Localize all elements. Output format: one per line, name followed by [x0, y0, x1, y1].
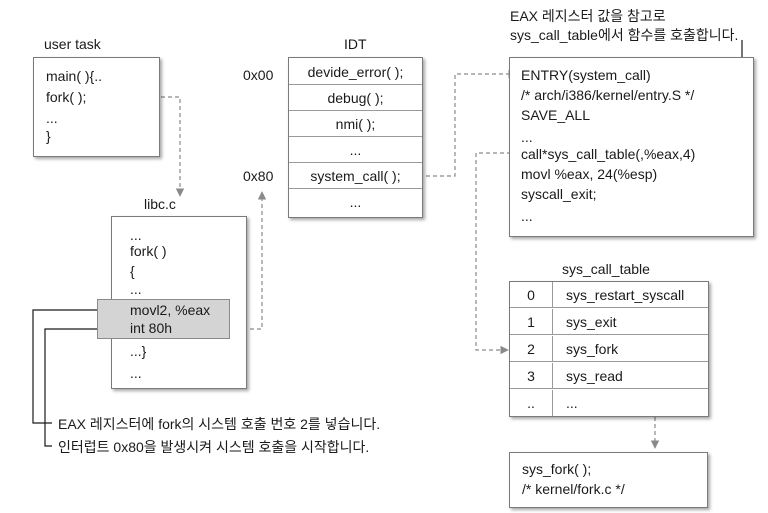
idt-entry-debug: debug( ); — [289, 86, 422, 111]
user-task-line-2: fork( ); — [46, 89, 87, 105]
libc-line-4: ... — [130, 281, 142, 297]
entry-line-6: movl %eax, 24(%esp) — [521, 166, 658, 182]
table-row-name: sys_exit — [566, 314, 617, 330]
libc-line-2: fork( ) — [130, 243, 167, 259]
user-task-title: user task — [44, 36, 101, 52]
table-row-index: 1 — [527, 314, 535, 330]
idt-entry-system-call: system_call( ); — [289, 164, 422, 189]
table-row: 1 sys_exit — [510, 309, 708, 335]
note-bracket-movl — [32, 309, 97, 424]
arrow-user-to-libc — [98, 96, 185, 197]
table-row-name: ... — [566, 395, 578, 411]
idt-entry-ellipsis-1: ... — [289, 138, 422, 163]
entry-note-line-2: sys_call_table에서 함수를 호출합니다. — [510, 27, 739, 43]
libc-line-1: ... — [130, 227, 142, 243]
libc-title: libc.c — [144, 196, 176, 212]
sys-fork-line-2: /* kernel/fork.c */ — [522, 481, 625, 497]
user-task-box: main( ){.. fork( ); ... } — [33, 57, 160, 157]
table-row-index: 0 — [527, 287, 535, 303]
idt-entry-ellipsis-2: ... — [349, 194, 362, 210]
entry-line-5: call*sys_call_table(,%eax,4) — [521, 146, 696, 162]
table-row-index: 2 — [527, 341, 535, 357]
table-row-index: 3 — [527, 368, 535, 384]
arrow-call-to-table — [475, 152, 518, 355]
table-row-name: sys_fork — [566, 341, 619, 357]
entry-line-4: ... — [521, 129, 533, 145]
entry-note-line-1: EAX 레지스터 값을 참고로 — [510, 8, 666, 24]
user-task-line-1: main( ){.. — [46, 68, 103, 84]
sys-call-table-title: sys_call_table — [562, 261, 650, 277]
table-row-name: sys_read — [566, 368, 623, 384]
table-row: 0 sys_restart_syscall — [510, 282, 708, 308]
libc-line-5: ...} — [130, 343, 147, 359]
note-bracket-int — [44, 328, 97, 447]
idt-entry-nmi: nmi( ); — [289, 112, 422, 137]
user-task-line-3: ... — [46, 110, 58, 126]
sys-fork-box: sys_fork( ); /* kernel/fork.c */ — [509, 452, 708, 508]
sys-call-table-box: 0 sys_restart_syscall 1 sys_exit 2 sys_f… — [509, 281, 709, 417]
entry-box: ENTRY(system_call) /* arch/i386/kernel/e… — [509, 57, 754, 237]
entry-line-2: /* arch/i386/kernel/entry.S */ — [521, 87, 695, 103]
table-row-index: .. — [527, 395, 535, 411]
idt-box: devide_error( ); debug( ); nmi( ); ... s… — [288, 57, 423, 218]
arrow-idt-to-entry — [405, 69, 517, 177]
entry-line-3: SAVE_ALL — [521, 107, 591, 123]
table-row: 2 sys_fork — [510, 336, 708, 362]
idt-addr-0x80: 0x80 — [243, 168, 274, 184]
user-task-line-4: } — [46, 128, 51, 144]
entry-line-7: syscall_exit; — [521, 186, 597, 202]
libc-movl-line: movl2, %eax — [130, 302, 211, 318]
libc-int80-line: int 80h — [130, 320, 173, 336]
libc-line-3: { — [130, 263, 135, 279]
note-eax-fork: EAX 레지스터에 fork의 시스템 호출 번호 2를 넣습니다. — [58, 416, 381, 432]
sys-fork-line-1: sys_fork( ); — [522, 461, 592, 477]
note-int-0x80: 인터럽트 0x80을 발생시켜 시스템 호출을 시작합니다. — [58, 439, 370, 455]
entry-line-1: ENTRY(system_call) — [521, 67, 651, 83]
libc-line-6: ... — [130, 365, 142, 381]
idt-entry-devide-error: devide_error( ); — [289, 60, 422, 85]
entry-line-8: ... — [521, 208, 533, 224]
idt-addr-0x00: 0x00 — [243, 67, 274, 83]
libc-highlight-block: movl2, %eax int 80h — [97, 299, 230, 339]
table-row-name: sys_restart_syscall — [566, 287, 685, 303]
table-row: .. ... — [510, 390, 708, 416]
idt-title: IDT — [344, 36, 367, 52]
table-row: 3 sys_read — [510, 363, 708, 389]
